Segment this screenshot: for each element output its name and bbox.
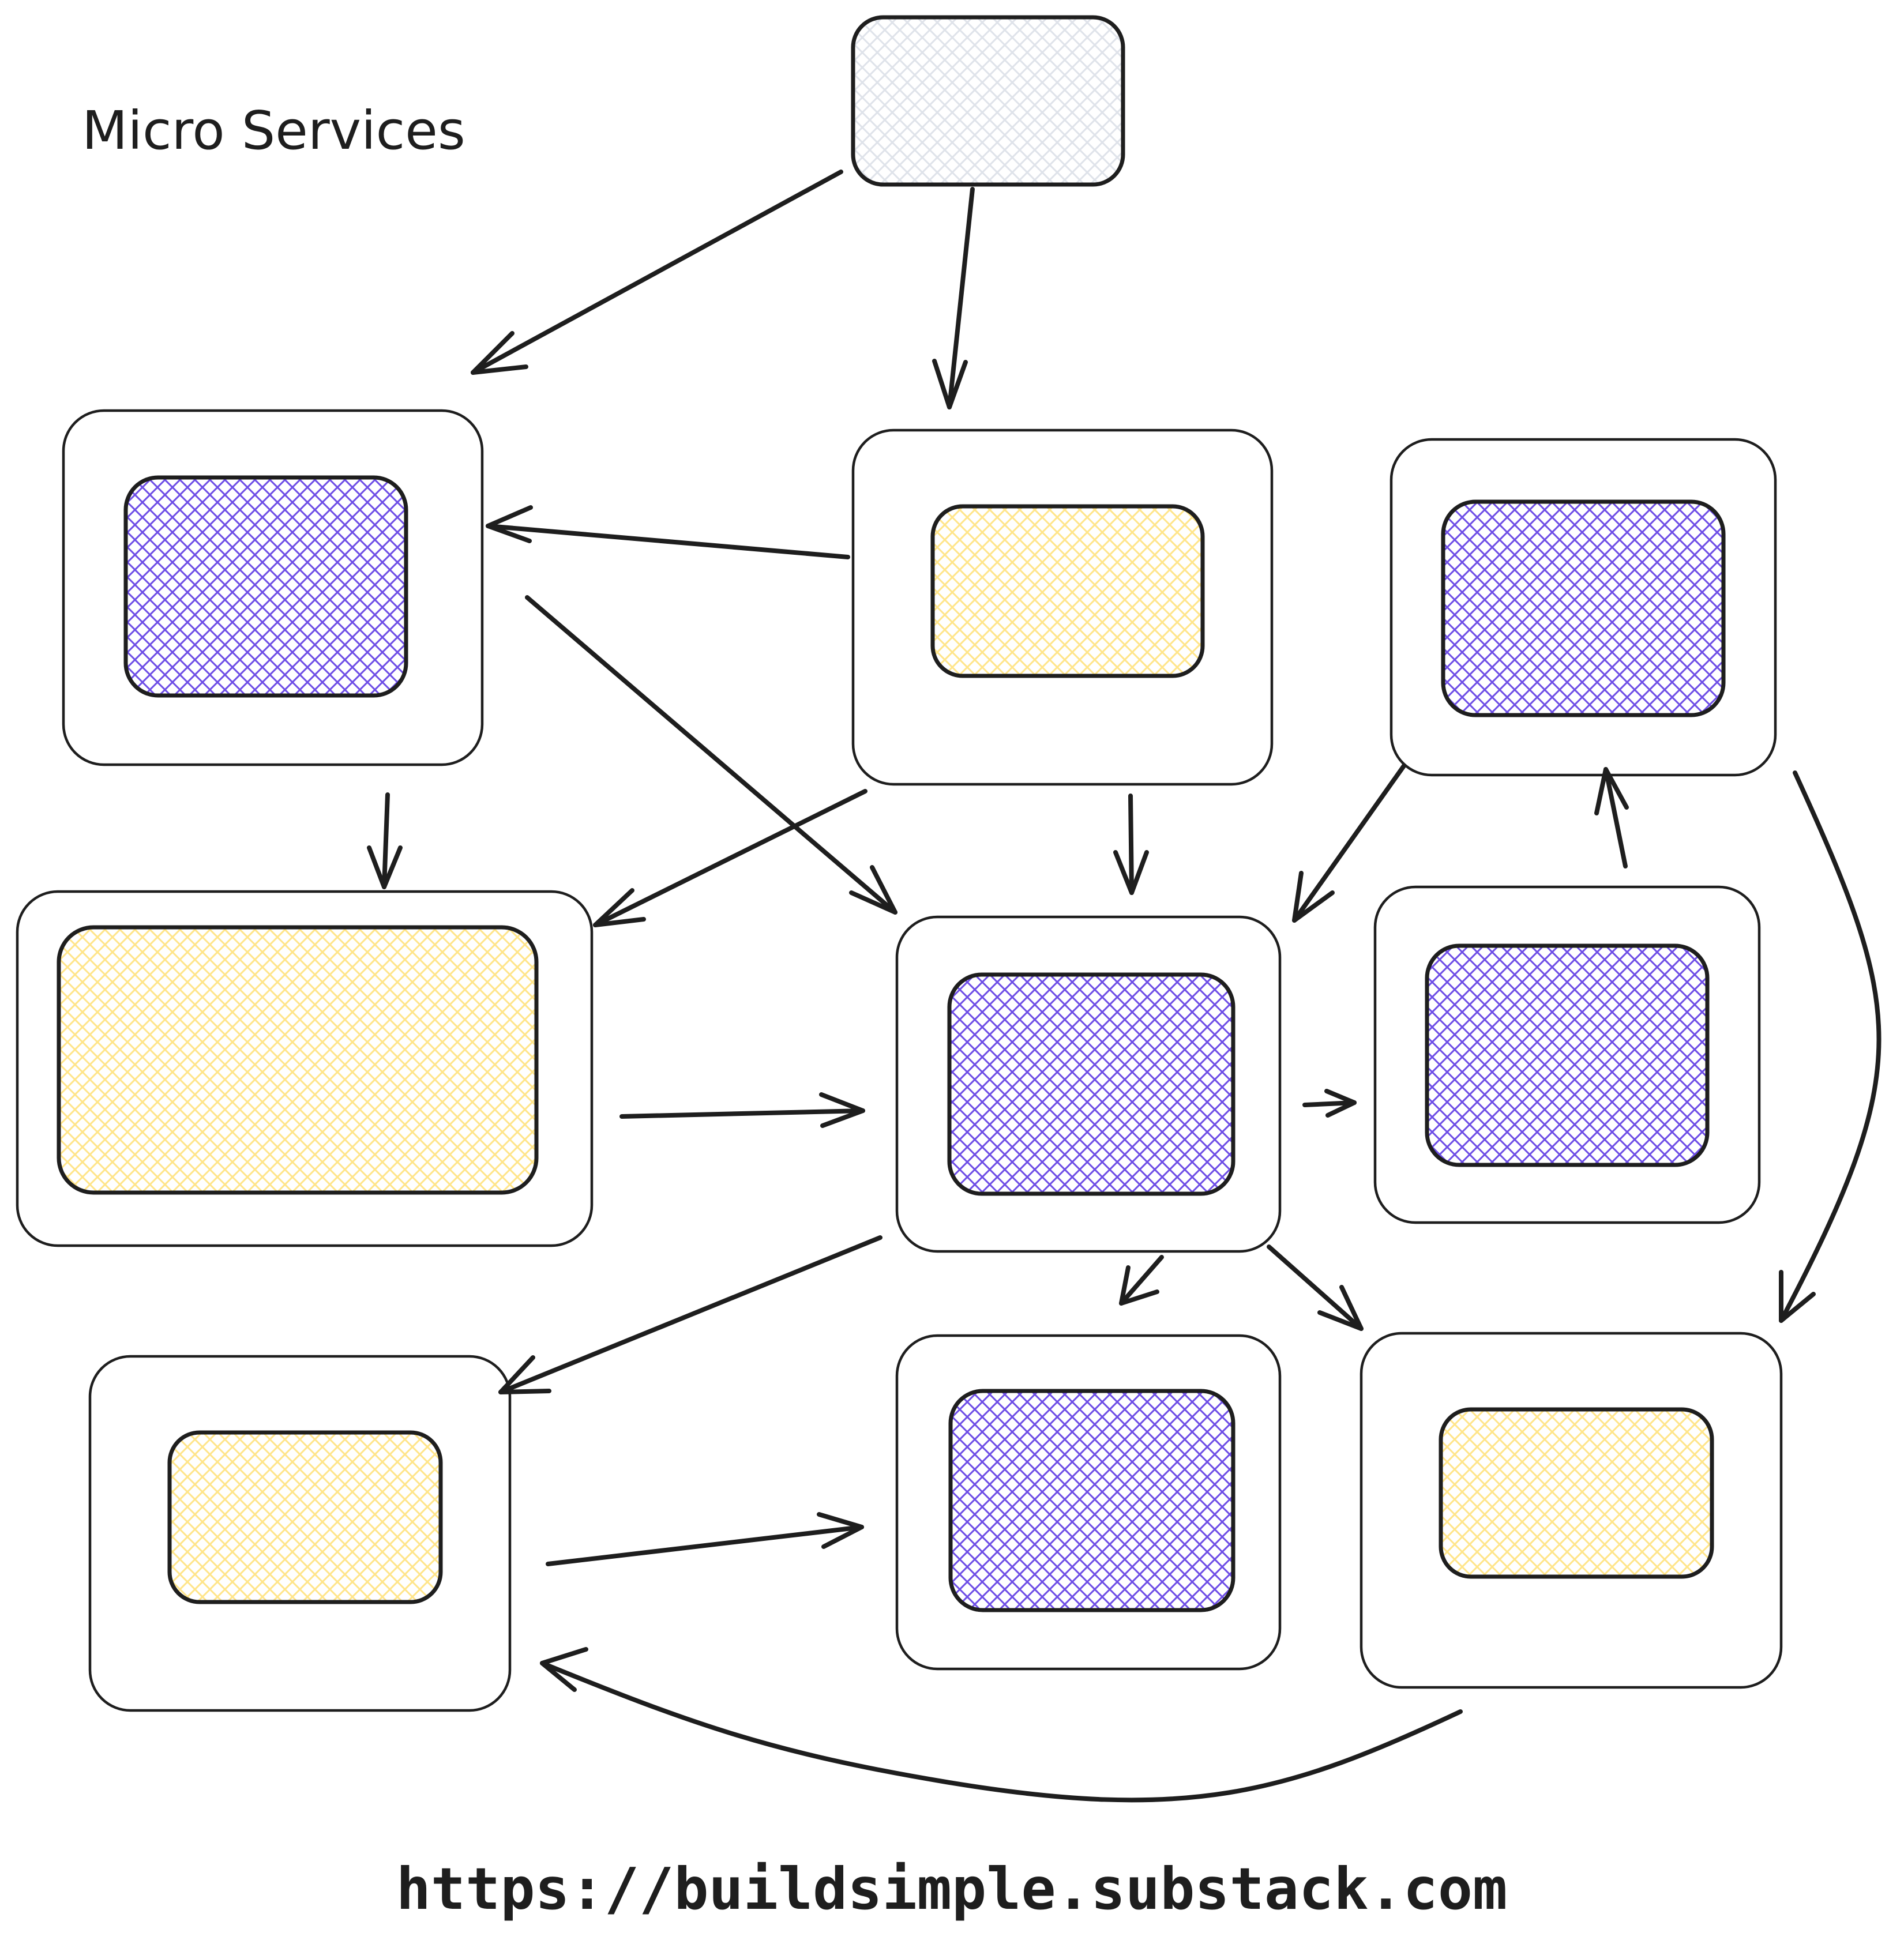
service-3 xyxy=(1389,438,1777,777)
service-9-core xyxy=(1439,1407,1714,1579)
service-4-core xyxy=(57,925,539,1195)
arrow-head-service-3-to-service-9 xyxy=(1779,1270,1816,1323)
arrow-head-service-7-to-service-8 xyxy=(817,1512,864,1549)
arrow-service-4-to-service-5 xyxy=(619,1108,865,1119)
service-8 xyxy=(895,1334,1282,1671)
service-1-core xyxy=(123,475,408,698)
arrow-service-1-to-service-5 xyxy=(525,595,897,915)
arrow-head-service-2-to-service-5 xyxy=(1113,850,1149,895)
arrow-service-5-to-service-7 xyxy=(498,1235,882,1394)
arrow-service-2-to-service-5 xyxy=(1128,794,1134,895)
service-5 xyxy=(895,915,1282,1253)
arrow-client-to-service-2 xyxy=(947,187,975,409)
arrow-head-service-5-to-service-8 xyxy=(1119,1265,1159,1306)
arrow-head-service-3-to-service-5 xyxy=(1292,871,1335,923)
diagram-title: Micro Services xyxy=(82,100,465,161)
service-1 xyxy=(62,409,484,766)
arrow-service-3-to-service-9 xyxy=(1779,770,1882,1323)
arrow-service-3-to-service-5 xyxy=(1292,764,1406,923)
arrow-service-1-to-service-4 xyxy=(382,792,390,889)
arrow-head-client-to-service-1 xyxy=(471,331,528,375)
service-6 xyxy=(1373,885,1761,1224)
client-box xyxy=(851,15,1125,187)
arrow-service-2-to-service-1 xyxy=(486,524,850,559)
arrow-service-9-to-service-7 xyxy=(540,1661,1463,1803)
arrow-service-5-to-service-8 xyxy=(1119,1255,1164,1306)
arrow-head-service-2-to-service-1 xyxy=(486,505,533,543)
service-9 xyxy=(1360,1332,1783,1689)
arrows xyxy=(367,170,1882,1803)
service-7 xyxy=(88,1355,512,1712)
arrow-head-service-1-to-service-4 xyxy=(367,845,403,889)
arrow-head-service-4-to-service-5 xyxy=(819,1092,865,1128)
service-2 xyxy=(851,428,1274,786)
service-2-core xyxy=(930,504,1205,678)
arrow-head-service-6-to-service-3 xyxy=(1594,767,1629,815)
arrow-head-client-to-service-2 xyxy=(932,359,968,409)
arrow-head-service-5-to-service-6 xyxy=(1324,1089,1357,1118)
service-4 xyxy=(16,890,594,1247)
service-8-core xyxy=(948,1389,1235,1612)
arrow-service-6-to-service-3 xyxy=(1603,767,1628,868)
footer-url: https://buildsimple.substack.com xyxy=(396,1855,1508,1923)
arrow-head-service-5-to-service-9 xyxy=(1317,1285,1364,1331)
service-7-core xyxy=(167,1430,443,1604)
arrow-service-7-to-service-8 xyxy=(546,1525,864,1566)
arrow-head-service-1-to-service-5 xyxy=(849,865,897,915)
service-3-core xyxy=(1441,499,1726,717)
service-5-core xyxy=(947,972,1235,1196)
arrow-head-service-2-to-service-4 xyxy=(593,888,646,927)
arrow-service-2-to-service-4 xyxy=(593,789,867,927)
service-6-core xyxy=(1425,943,1710,1167)
arrow-client-to-service-1 xyxy=(471,170,843,375)
arrow-head-service-9-to-service-7 xyxy=(540,1647,588,1692)
arrow-head-service-5-to-service-7 xyxy=(498,1355,551,1394)
arrow-service-5-to-service-9 xyxy=(1267,1244,1364,1331)
arrow-service-5-to-service-6 xyxy=(1302,1100,1357,1107)
